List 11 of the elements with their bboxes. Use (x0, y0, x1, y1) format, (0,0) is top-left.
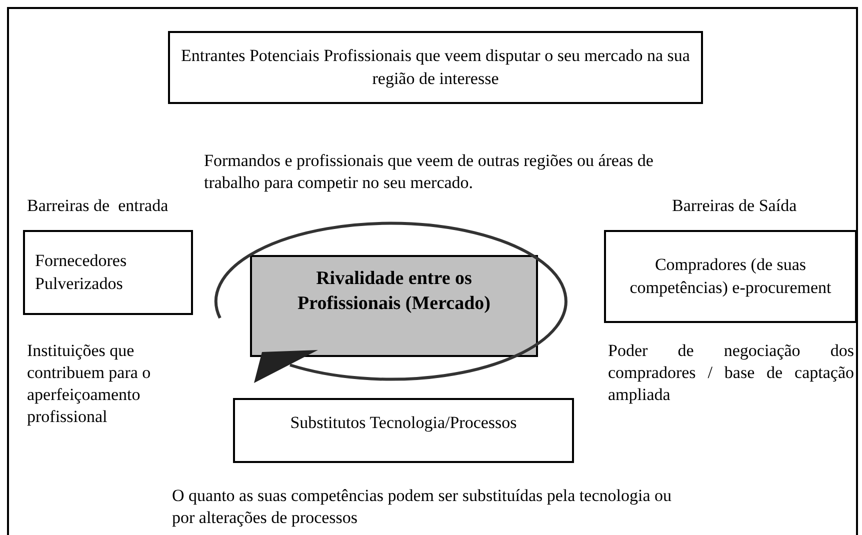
text-box: Compradores (de suas competências) e-procurement (604, 230, 857, 323)
note-text: Formandos e profissionais que veem de outras regiões ou áreas de trabalho para competir no seu mercado. (204, 150, 654, 194)
note-text: Barreiras de entrada (27, 195, 168, 217)
note-text: O quanto as suas competências podem ser substituídas pela tecnologia ou por alterações de processos (172, 485, 672, 530)
central-box: Rivalidade entre os Profissionais (Mercado) (250, 255, 538, 357)
text-box: Entrantes Potenciais Profissionais que veem disputar o seu mercado na sua região de interesse (168, 31, 703, 104)
text-box: Fornecedores Pulverizados (23, 230, 193, 315)
note-text: Barreiras de Saída (672, 195, 797, 217)
text-box: Substitutos Tecnologia/Processos (233, 398, 574, 463)
note-text: Instituições que contribuem para o aperfeiçoamento profissional (27, 340, 152, 428)
note-text: Poder de negociação dos compradores / base de captação ampliada (608, 340, 854, 406)
